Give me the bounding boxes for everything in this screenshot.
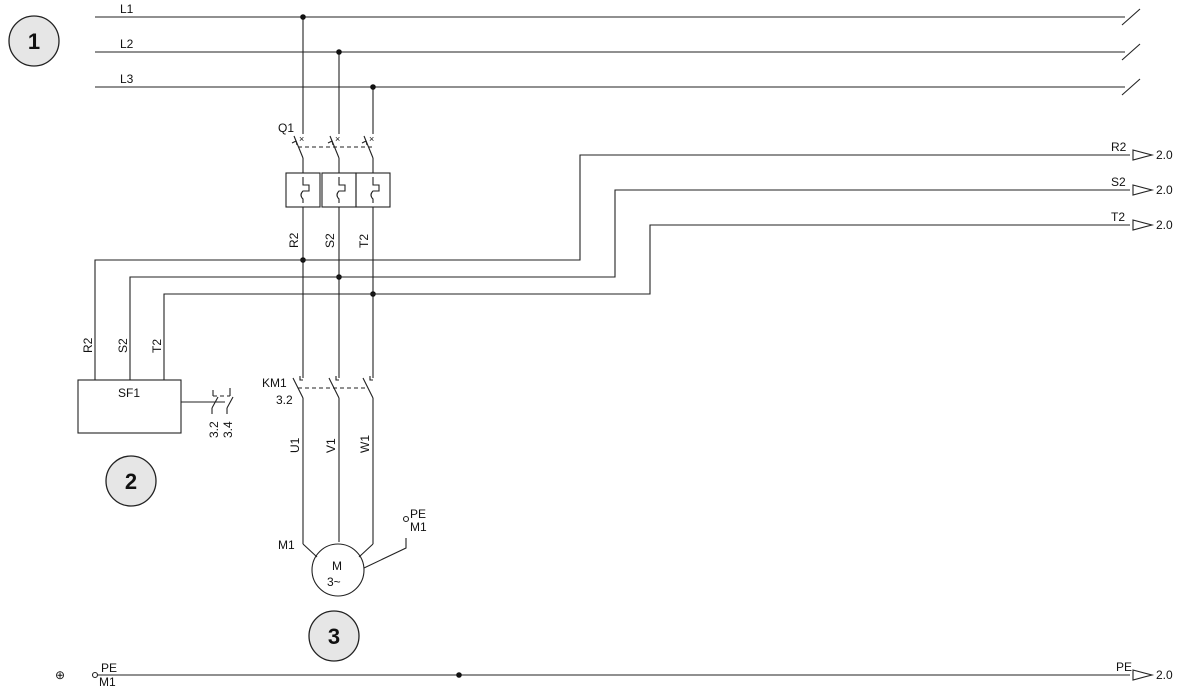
svg-text:×: × bbox=[369, 134, 374, 144]
svg-text:×: × bbox=[299, 134, 304, 144]
contactor-tag: KM1 bbox=[262, 376, 287, 390]
phase-lines: L1 L2 L3 bbox=[95, 2, 1141, 96]
wire-label-r2: R2 bbox=[287, 232, 301, 248]
breaker-tag: Q1 bbox=[278, 121, 294, 135]
contactor-ref: 3.2 bbox=[276, 393, 293, 407]
svg-text:2: 2 bbox=[125, 469, 137, 494]
sensor-input-r2: R2 bbox=[81, 337, 95, 353]
pe-bus: ⊕ PE M1 PE 2.0 bbox=[55, 660, 1173, 689]
xref-target-s2: 2.0 bbox=[1156, 183, 1173, 197]
sensor-tag: SF1 bbox=[118, 386, 140, 400]
svg-text:×: × bbox=[335, 134, 340, 144]
phase-label-l1: L1 bbox=[120, 2, 134, 16]
svg-text:3: 3 bbox=[328, 624, 340, 649]
sensor-input-t2: T2 bbox=[150, 339, 164, 353]
badge-2: 2 bbox=[105, 455, 157, 507]
sensor-feed-wires: R2 S2 T2 bbox=[81, 259, 373, 380]
cross-reference-wires: R2 S2 T2 2.0 2.0 2.0 bbox=[303, 140, 1173, 295]
xref-wire-s2: S2 bbox=[1111, 175, 1126, 189]
xref-wire-pe: PE bbox=[1116, 660, 1132, 674]
motor-m1: M1 M 3~ PE M1 bbox=[278, 507, 427, 597]
badge-1: 1 bbox=[8, 15, 60, 67]
ground-icon: ⊕ bbox=[55, 668, 65, 682]
xref-target-r2: 2.0 bbox=[1156, 148, 1173, 162]
xref-target-pe: 2.0 bbox=[1156, 668, 1173, 682]
sensor-sf1: SF1 3.2 3.4 bbox=[77, 379, 235, 438]
motor-tag: M1 bbox=[278, 538, 295, 552]
motor-symbol-bottom: 3~ bbox=[327, 575, 341, 589]
wire-label-t2: T2 bbox=[357, 234, 371, 248]
motor-wire-w1: W1 bbox=[358, 435, 372, 453]
xref-wire-r2: R2 bbox=[1111, 140, 1127, 154]
sensor-contact-3-4: 3.4 bbox=[221, 421, 235, 438]
motor-pe-label: PE bbox=[410, 507, 426, 521]
svg-text:1: 1 bbox=[28, 29, 40, 54]
pe-bus-sub: M1 bbox=[99, 675, 116, 689]
sensor-contact-3-2: 3.2 bbox=[207, 421, 221, 438]
wire-label-s2: S2 bbox=[323, 233, 337, 248]
sensor-input-s2: S2 bbox=[116, 338, 130, 353]
xref-target-t2: 2.0 bbox=[1156, 218, 1173, 232]
pe-bus-label: PE bbox=[101, 661, 117, 675]
contactor-km1: KM1 3.2 U1 V1 W1 bbox=[262, 376, 374, 544]
motor-symbol-top: M bbox=[332, 559, 342, 573]
phase-label-l3: L3 bbox=[120, 72, 134, 86]
badge-3: 3 bbox=[308, 610, 360, 662]
motor-pe-tag: M1 bbox=[410, 520, 427, 534]
motor-wire-u1: U1 bbox=[288, 437, 302, 453]
xref-wire-t2: T2 bbox=[1111, 210, 1125, 224]
phase-label-l2: L2 bbox=[120, 37, 134, 51]
motor-wire-v1: V1 bbox=[324, 438, 338, 453]
phase-drops bbox=[300, 14, 376, 134]
breaker-output-wires: R2 S2 T2 bbox=[287, 207, 376, 378]
breaker-q1: Q1 × × × bbox=[278, 121, 391, 208]
